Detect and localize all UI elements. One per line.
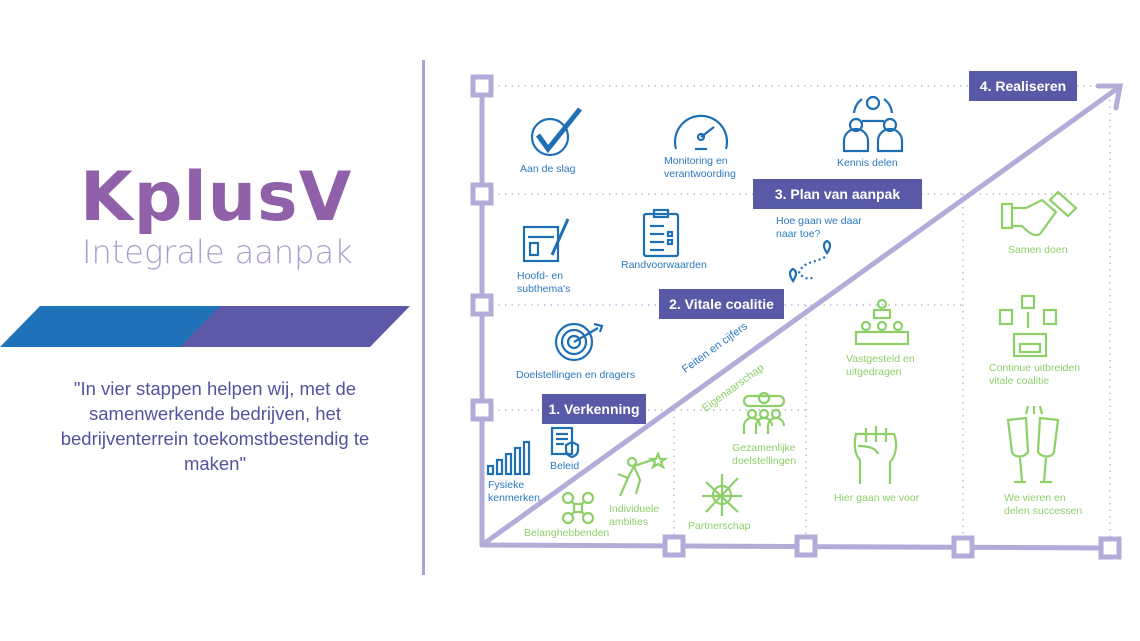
step-2-label: 2. Vitale coalitie — [659, 289, 784, 319]
hands-together-icon — [702, 474, 742, 516]
champagne-toast-icon — [1006, 405, 1060, 484]
axis-node — [470, 74, 494, 98]
knowledge-sharing-icon — [842, 95, 904, 153]
quote-text: "In vier stappen helpen wij, met de same… — [60, 378, 370, 474]
raised-fist-icon — [853, 426, 898, 484]
axis-node — [794, 534, 818, 558]
axis-node — [470, 182, 494, 206]
policy-document-icon — [550, 426, 580, 458]
gauge-icon — [673, 114, 729, 151]
label-beleid: Beleid — [550, 460, 580, 472]
divider — [422, 60, 425, 575]
route-pins-icon — [788, 239, 832, 283]
label-randvoorwaarden: Randvoorwaarden — [621, 259, 707, 271]
audience-icon — [854, 298, 910, 346]
reaching-star-icon — [617, 451, 669, 497]
label-samen-doen: Samen doen — [1008, 244, 1068, 256]
label-hier-gaan-we-voor: Hier gaan we voor — [834, 492, 920, 504]
growing-coalition-icon — [998, 294, 1058, 358]
banner-stripe — [0, 306, 410, 347]
clipboard-icon — [642, 208, 680, 258]
stakeholders-icon — [561, 491, 595, 525]
label-doelstellingen-dragers: Doelstellingen en dragers — [516, 369, 636, 381]
step-4-label: 4. Realiseren — [969, 71, 1077, 101]
layout-brush-icon — [522, 218, 570, 263]
bar-chart-icon — [486, 440, 531, 476]
shared-goals-icon — [742, 391, 786, 434]
axis-node — [470, 398, 494, 422]
checkmark-icon — [530, 107, 582, 157]
step-3-label: 3. Plan van aanpak — [753, 179, 922, 209]
brand-title: KplusV — [80, 158, 353, 237]
label-partnerschap: Partnerschap — [688, 520, 751, 532]
axis-node — [662, 534, 686, 558]
step-1-label: 1. Verkenning — [542, 394, 646, 424]
label-kennis-delen: Kennis delen — [837, 157, 898, 169]
label-aan-de-slag: Aan de slag — [520, 163, 576, 175]
axis-node — [1098, 536, 1122, 560]
axis-node — [951, 535, 975, 559]
handshake-icon — [1000, 190, 1078, 237]
axis-node — [470, 293, 494, 317]
brand-subtitle: Integrale aanpak — [82, 233, 353, 271]
label-belanghebbenden: Belanghebbenden — [524, 527, 610, 539]
target-icon — [554, 322, 604, 362]
